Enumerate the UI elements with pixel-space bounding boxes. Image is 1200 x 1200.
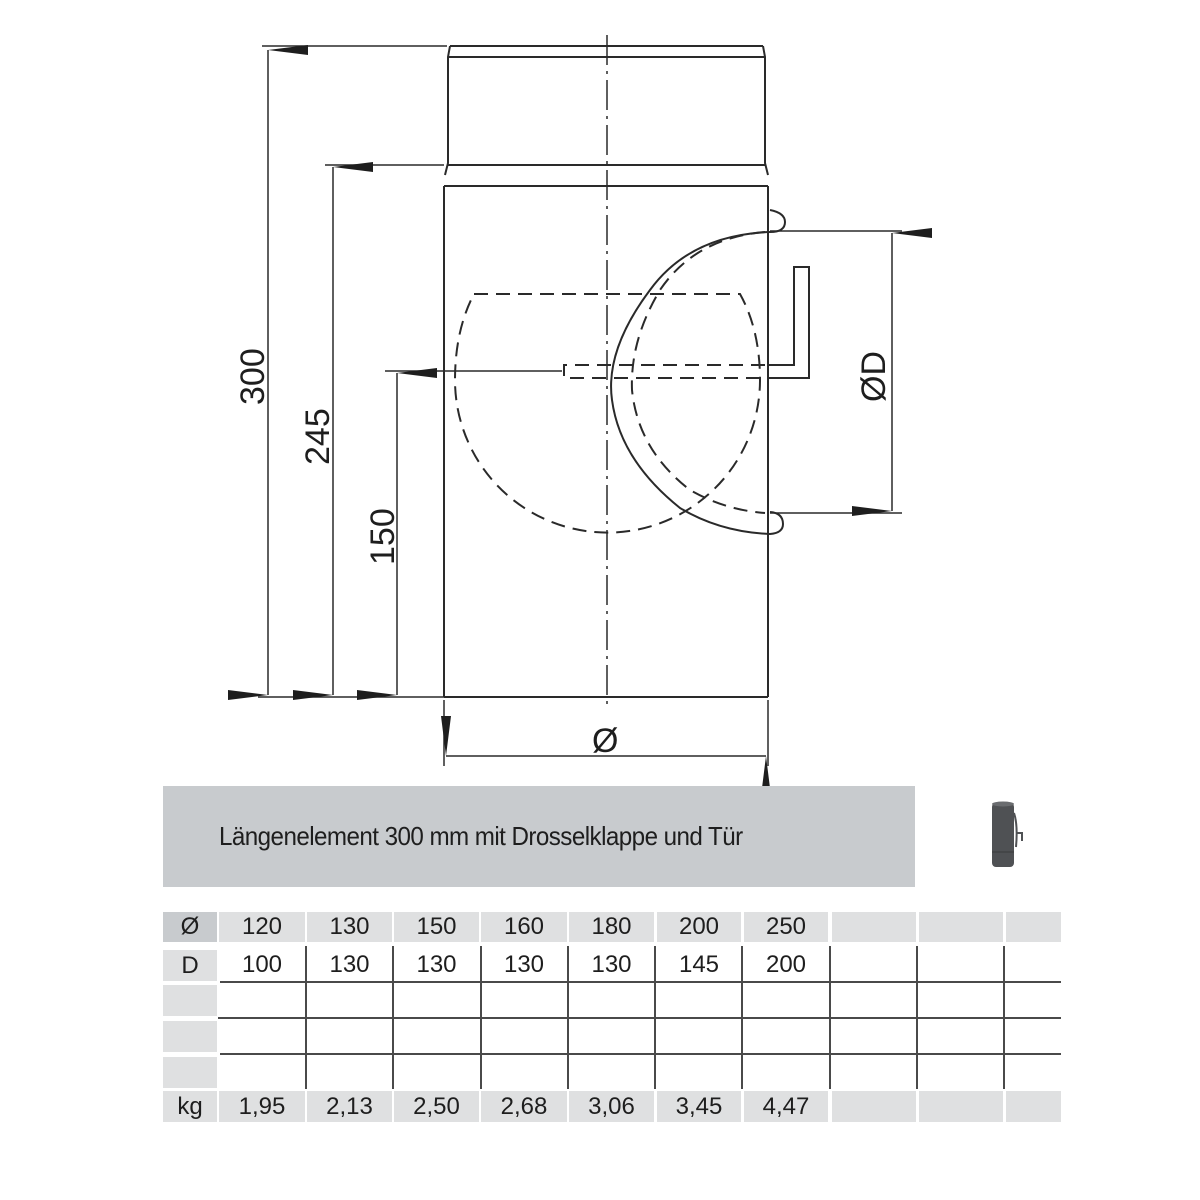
row-label-door-diameter: D [163, 950, 217, 981]
grid-line [1003, 946, 1005, 1089]
dim-300-label: 300 [234, 348, 272, 405]
diameter-cell [832, 912, 916, 942]
row-label-empty-3 [163, 1057, 217, 1088]
grid-line [220, 981, 1061, 983]
door-diameter-cell: 145 [678, 951, 720, 978]
dim-diameter-label: Ø [592, 722, 618, 760]
weight-cell: 4,47 [744, 1091, 828, 1122]
grid-line [480, 946, 482, 1089]
technical-drawing: 300 245 150 Ø ØD [228, 35, 932, 790]
product-title-bar: Längenelement 300 mm mit Drosselklappe u… [163, 786, 915, 887]
weight-cell [1006, 1091, 1061, 1122]
pipe-upper-sleeve [444, 45, 769, 187]
weight-cell: 2,13 [307, 1091, 392, 1122]
row-label-empty-2 [163, 1021, 217, 1052]
door-diameter-cell: 200 [765, 951, 807, 978]
row-label-weight: kg [163, 1091, 217, 1122]
grid-line [220, 1053, 1061, 1055]
grid-line [916, 946, 918, 1089]
weight-cell: 1,95 [219, 1091, 305, 1122]
door-diameter-cell [919, 950, 1003, 980]
diameter-cell: 120 [219, 912, 305, 942]
weight-cell [919, 1091, 1003, 1122]
damper-shaft [563, 364, 765, 379]
product-title: Längenelement 300 mm mit Drosselklappe u… [219, 821, 743, 851]
door-diameter-cell: 130 [329, 951, 370, 978]
weight-cell: 2,50 [394, 1091, 479, 1122]
dim-150-label: 150 [364, 508, 402, 565]
door-inner-arc [630, 231, 766, 514]
damper-outline [453, 293, 762, 534]
grid-line [654, 946, 656, 1089]
damper-handle [768, 266, 810, 379]
weight-cell: 2,68 [481, 1091, 567, 1122]
door-diameter-cell: 130 [591, 951, 632, 978]
grid-line [392, 946, 394, 1089]
weight-cell: 3,06 [569, 1091, 654, 1122]
dim-door-diameter-label: ØD [855, 351, 893, 402]
door-diameter-cell: 130 [416, 951, 457, 978]
diameter-cell [919, 912, 1003, 942]
diameter-cell: 200 [657, 912, 741, 942]
diameter-cell: 160 [481, 912, 567, 942]
row-label-empty-1 [163, 985, 217, 1016]
weight-cell [832, 1091, 916, 1122]
grid-line [567, 946, 569, 1089]
grid-line [829, 946, 831, 1089]
pipe-with-damper-and-door-icon [992, 801, 1023, 867]
diameter-cell [1006, 912, 1061, 942]
door-diameter-cell [1006, 950, 1061, 980]
grid-line [218, 1017, 1061, 1019]
diameter-cell: 180 [569, 912, 654, 942]
pipe-body [443, 186, 769, 698]
door-outer-arc [610, 209, 787, 536]
grid-line [305, 946, 307, 1089]
door-diameter-cell: 100 [241, 951, 283, 978]
dim-245-label: 245 [299, 408, 337, 465]
row-label-diameter: Ø [163, 912, 217, 942]
door-diameter-cell [832, 950, 916, 980]
grid-line [741, 946, 743, 1089]
door-diameter-cell: 130 [503, 951, 545, 978]
diameter-cell: 250 [744, 912, 828, 942]
weight-cell: 3,45 [657, 1091, 741, 1122]
diameter-cell: 150 [394, 912, 479, 942]
diameter-cell: 130 [307, 912, 392, 942]
